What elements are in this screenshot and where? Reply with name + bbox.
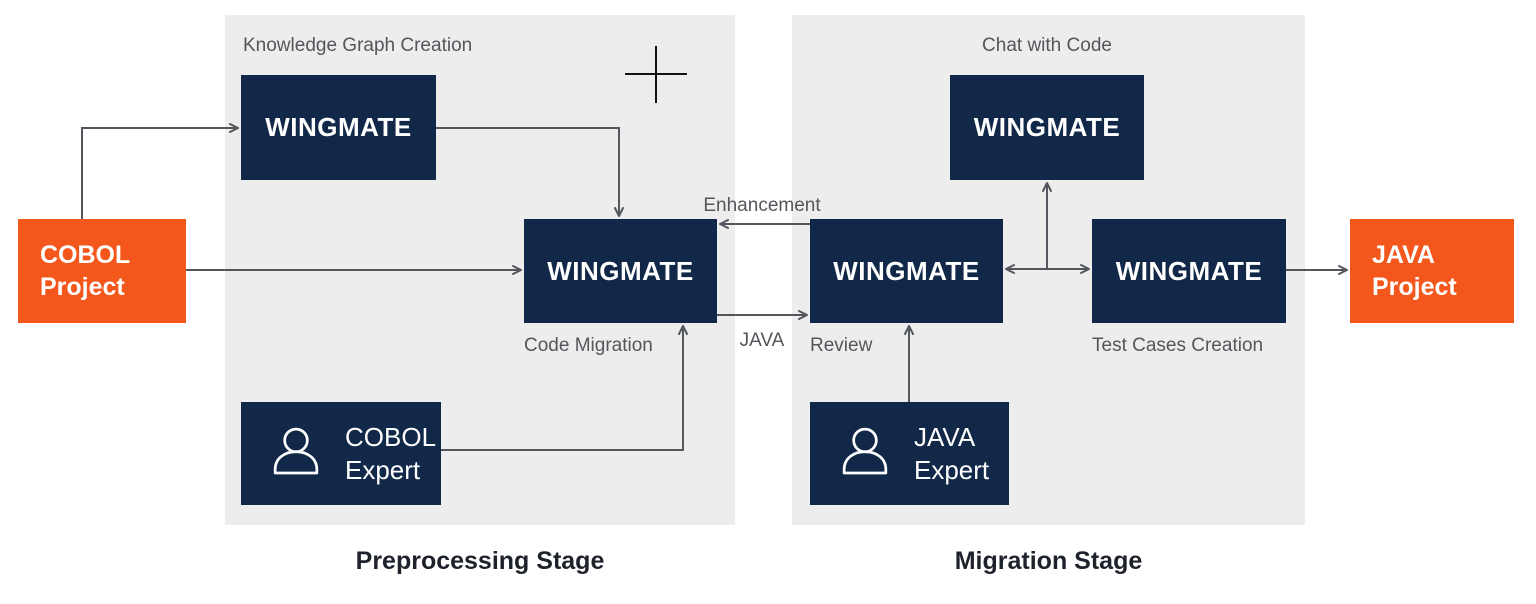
wingmate-knowledge-graph-node: WINGMATE: [241, 75, 436, 180]
person-icon: [836, 425, 894, 483]
cobol-expert-label: COBOL Expert: [345, 422, 437, 485]
knowledge-graph-creation-label: Knowledge Graph Creation: [243, 35, 473, 56]
wingmate-label: WINGMATE: [833, 255, 980, 286]
cobol-expert-node: COBOL Expert: [241, 402, 441, 505]
review-label: Review: [810, 335, 873, 356]
java-project-label: JAVA Project: [1372, 240, 1457, 302]
wingmate-label: WINGMATE: [265, 112, 412, 142]
java-arrow-label: JAVA: [739, 330, 785, 351]
migration-stage-title: Migration Stage: [954, 547, 1143, 575]
wingmate-test-cases-node: WINGMATE: [1092, 219, 1286, 323]
cobol-project-node: COBOL Project: [18, 219, 186, 323]
wingmate-label: WINGMATE: [973, 112, 1121, 142]
wingmate-chat-with-code-node: WINGMATE: [950, 75, 1144, 180]
wingmate-label: WINGMATE: [547, 255, 694, 286]
enhancement-label: Enhancement: [703, 195, 821, 216]
connector-cobol-to-knowledge-graph: [81, 123, 239, 219]
preprocessing-stage-title: Preprocessing Stage: [355, 547, 605, 575]
wingmate-label: WINGMATE: [1115, 255, 1263, 286]
wingmate-code-migration-node: WINGMATE: [524, 219, 717, 323]
cobol-project-label: COBOL Project: [40, 240, 131, 302]
test-cases-creation-label: Test Cases Creation: [1092, 335, 1264, 356]
chat-with-code-label: Chat with Code: [982, 35, 1112, 56]
person-icon: [267, 425, 325, 483]
java-project-node: JAVA Project: [1350, 219, 1514, 323]
code-migration-label: Code Migration: [524, 335, 653, 356]
java-expert-label: JAVA Expert: [914, 422, 990, 485]
wingmate-review-node: WINGMATE: [810, 219, 1003, 323]
java-expert-node: JAVA Expert: [810, 402, 1009, 505]
